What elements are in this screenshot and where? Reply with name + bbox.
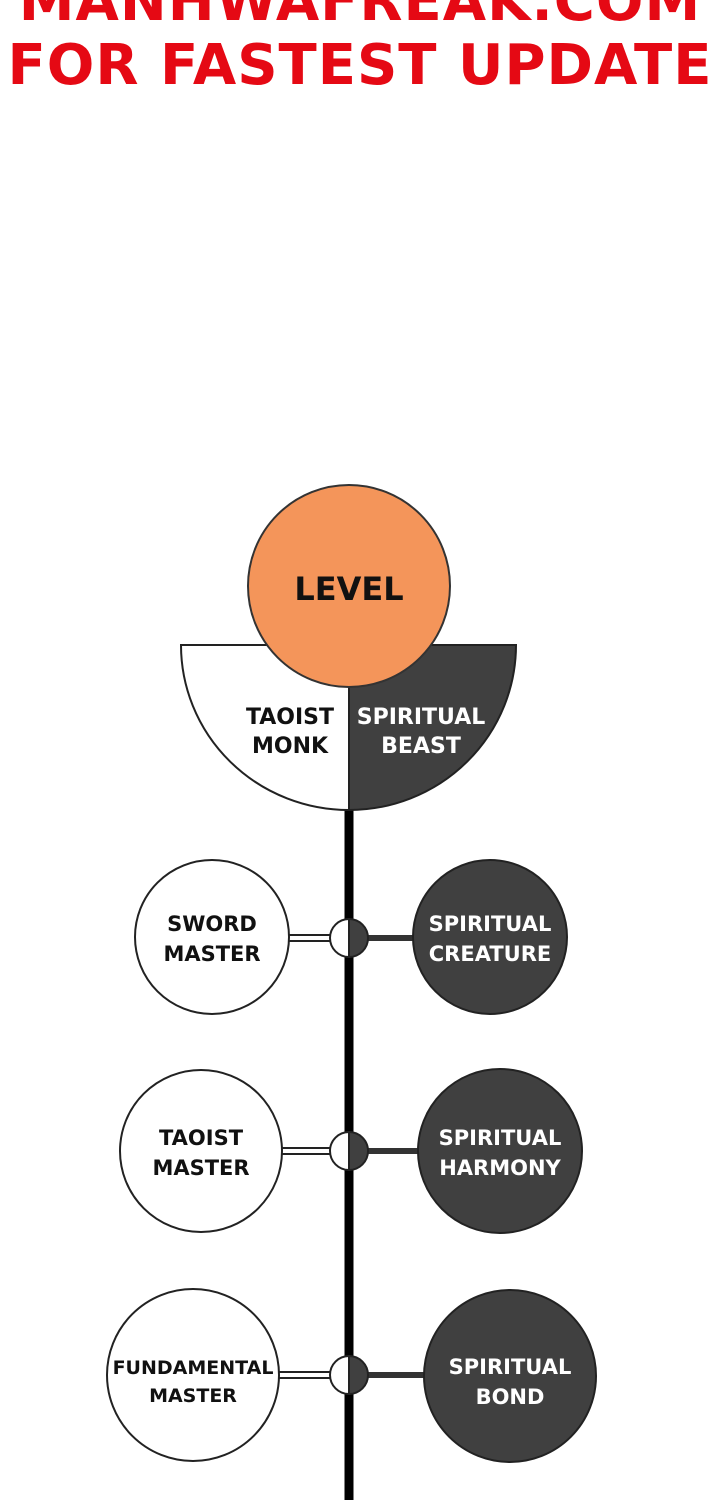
right-level-label-1: SPIRITUAL: [429, 912, 552, 936]
header-bowl-right: [348, 644, 518, 812]
right-level-circle: [412, 859, 568, 1015]
right-level-label-2: CREATURE: [429, 942, 551, 966]
right-level-label-2: HARMONY: [439, 1156, 561, 1180]
level-title-circle: [247, 484, 451, 688]
left-level-circle: [106, 1288, 280, 1462]
left-level-circle: [119, 1069, 283, 1233]
left-level-label-2: MASTER: [149, 1385, 237, 1407]
level-row-1: SWORD MASTER SPIRITUAL CREATURE: [134, 859, 568, 1015]
banner-line-2: FOR FASTEST UPDATE: [7, 33, 713, 98]
left-level-label-1: FUNDAMENTAL: [113, 1357, 274, 1379]
left-level-label-1: TAOIST: [159, 1126, 244, 1150]
right-level-label-2: BOND: [476, 1385, 545, 1409]
right-level-label-1: SPIRITUAL: [449, 1355, 572, 1379]
right-level-circle: [423, 1289, 597, 1463]
level-title: LEVEL: [294, 570, 403, 608]
right-level-circle: [417, 1068, 583, 1234]
left-level-circle: [134, 859, 290, 1015]
watermark-banner: MANHWAFREAK.COM FOR FASTEST UPDATE: [0, 0, 720, 98]
level-row-2: TAOIST MASTER SPIRITUAL HARMONY: [119, 1068, 583, 1234]
left-level-label-2: MASTER: [152, 1156, 249, 1180]
left-level-label-1: SWORD: [167, 912, 257, 936]
right-header-line-2: BEAST: [381, 734, 461, 759]
left-header-line-1: TAOIST: [246, 705, 334, 730]
header-bowl-left: [179, 644, 350, 812]
banner-line-1: MANHWAFREAK.COM: [18, 0, 702, 34]
level-row-3: FUNDAMENTAL MASTER SPIRITUAL BOND: [106, 1288, 597, 1463]
left-header-line-2: MONK: [252, 734, 329, 759]
right-level-label-1: SPIRITUAL: [439, 1126, 562, 1150]
left-level-label-2: MASTER: [163, 942, 260, 966]
right-header-line-1: SPIRITUAL: [357, 705, 486, 730]
